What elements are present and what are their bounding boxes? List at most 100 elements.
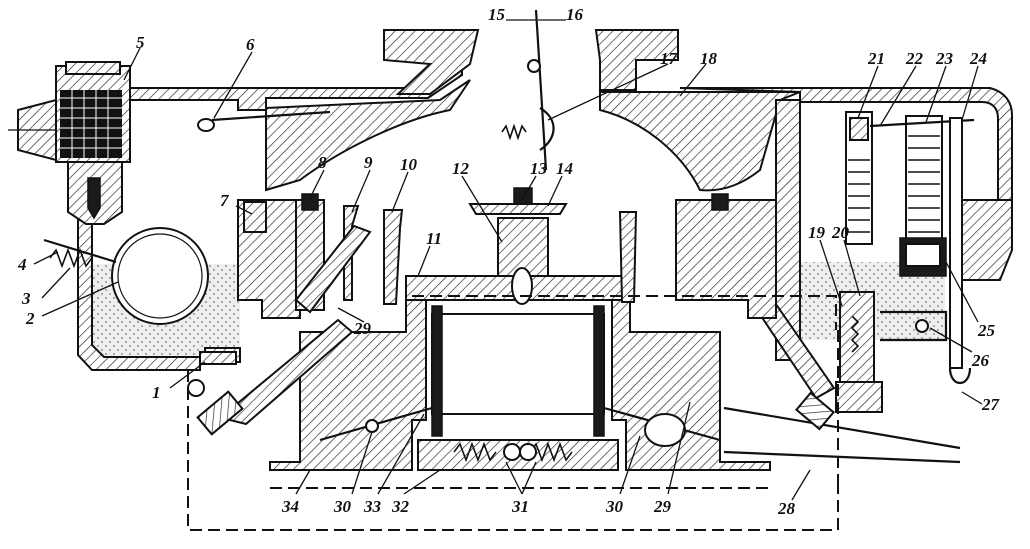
choke-link bbox=[211, 110, 331, 122]
lever-clamp-left bbox=[196, 390, 244, 436]
large-diffuser-left bbox=[383, 209, 404, 305]
callout-13: 13 bbox=[530, 159, 548, 178]
pump-rod bbox=[949, 117, 963, 369]
callout-4: 4 bbox=[17, 255, 27, 274]
throttle-shaft-right bbox=[593, 305, 605, 437]
float-chamber-seal bbox=[199, 351, 237, 365]
callout-15: 15 bbox=[488, 5, 506, 24]
needle-valve bbox=[87, 177, 101, 220]
callout-23: 23 bbox=[935, 49, 954, 68]
filter-mesh bbox=[60, 90, 122, 158]
idle-screw-head-right bbox=[519, 443, 537, 461]
float-lever bbox=[43, 238, 117, 264]
callout-30-left: 30 bbox=[333, 497, 352, 516]
callout-34: 34 bbox=[281, 497, 299, 516]
callout-17: 17 bbox=[660, 49, 679, 68]
callout-30-right: 30 bbox=[605, 497, 624, 516]
callout-22: 22 bbox=[905, 49, 924, 68]
filter-mesh-lines bbox=[60, 90, 122, 158]
right-cover-block bbox=[954, 199, 1013, 281]
callout-14: 14 bbox=[556, 159, 573, 178]
throttle-body-left bbox=[269, 299, 427, 471]
throttle-body-right bbox=[611, 299, 771, 471]
lever-clamp-right bbox=[795, 391, 835, 431]
choke-plate bbox=[534, 9, 548, 171]
callout-29-right: 29 bbox=[653, 497, 672, 516]
idle-spring-right bbox=[529, 441, 573, 463]
callout-28: 28 bbox=[777, 499, 796, 518]
callout-27: 27 bbox=[981, 395, 1001, 414]
linkage-rod-lower bbox=[723, 450, 961, 464]
lever-pivot-left bbox=[187, 379, 205, 397]
economizer-spring bbox=[848, 159, 870, 233]
linkage-pivot bbox=[644, 413, 686, 447]
diffuser-right bbox=[618, 211, 638, 303]
upper-housing-right bbox=[679, 87, 1013, 201]
economizer-rod-cap bbox=[849, 117, 869, 141]
callout-32: 32 bbox=[391, 497, 410, 516]
air-jet-left bbox=[301, 193, 319, 211]
throttle-shaft-left bbox=[431, 305, 443, 437]
callout-31: 31 bbox=[511, 497, 529, 516]
accelerator-nozzle-stem bbox=[497, 217, 549, 277]
air-intake-flange-left bbox=[383, 29, 480, 95]
callout-5: 5 bbox=[136, 33, 145, 52]
discharge-valve-spring bbox=[850, 315, 860, 353]
nozzle-cap bbox=[468, 203, 568, 215]
linkage-rod bbox=[723, 406, 961, 450]
choke-shaft bbox=[197, 118, 215, 132]
choke-plate-screw-top bbox=[527, 59, 541, 73]
air-intake-flange-right bbox=[594, 29, 679, 91]
air-jet-right bbox=[711, 193, 729, 211]
callout-10: 10 bbox=[400, 155, 418, 174]
throttle-axle-left bbox=[365, 419, 379, 433]
callout-24: 24 bbox=[969, 49, 987, 68]
filter-cap bbox=[65, 61, 121, 75]
callout-26: 26 bbox=[971, 351, 990, 370]
callout-18: 18 bbox=[700, 49, 718, 68]
pump-rod-hook bbox=[948, 367, 972, 385]
callout-33: 33 bbox=[363, 497, 382, 516]
callout-21: 21 bbox=[867, 49, 885, 68]
callout-29-left: 29 bbox=[353, 319, 372, 338]
choke-relief-valve bbox=[539, 107, 555, 151]
pump-plunger-housing bbox=[905, 115, 943, 247]
nozzle-valve bbox=[511, 267, 533, 305]
venturi-roof-right bbox=[599, 91, 801, 192]
callout-leaders bbox=[33, 19, 983, 501]
float-inner-edge bbox=[117, 233, 203, 319]
venturi-roof-left bbox=[265, 79, 471, 192]
choke-plate-spring bbox=[501, 123, 527, 141]
idle-screw-head-left bbox=[503, 443, 521, 461]
discharge-valve-body bbox=[839, 291, 875, 383]
callout-11: 11 bbox=[426, 229, 442, 248]
float bbox=[111, 227, 209, 325]
callout-12: 12 bbox=[452, 159, 470, 178]
callout-2: 2 bbox=[25, 309, 35, 328]
dashed-base-upper bbox=[412, 295, 837, 330]
idle-spring-left bbox=[453, 441, 497, 463]
callout-8: 8 bbox=[318, 153, 327, 172]
jet-plug-left bbox=[243, 201, 267, 233]
pump-outlet-channel bbox=[880, 310, 948, 342]
callout-9: 9 bbox=[364, 153, 373, 172]
pump-spring bbox=[908, 135, 940, 233]
throttle-body-bore bbox=[431, 313, 605, 415]
callout-3: 3 bbox=[21, 289, 31, 308]
callout-numbers: 1 2 3 4 5 6 7 8 9 10 11 12 13 14 15 16 1… bbox=[17, 5, 1001, 518]
callout-20: 20 bbox=[831, 223, 850, 242]
callout-25: 25 bbox=[977, 321, 996, 340]
callout-1: 1 bbox=[152, 383, 161, 402]
nozzle-screw bbox=[513, 187, 533, 205]
pump-piston-cup bbox=[905, 243, 941, 267]
callout-7: 7 bbox=[220, 191, 230, 210]
callout-19: 19 bbox=[808, 223, 826, 242]
discharge-valve-plug bbox=[835, 381, 883, 413]
callout-6: 6 bbox=[246, 35, 255, 54]
carburetor-drawing bbox=[8, 9, 1013, 531]
check-valve-ball bbox=[915, 319, 929, 333]
callout-16: 16 bbox=[566, 5, 584, 24]
accelerator-channel-left bbox=[294, 224, 372, 314]
main-jet-block-right bbox=[675, 199, 777, 319]
